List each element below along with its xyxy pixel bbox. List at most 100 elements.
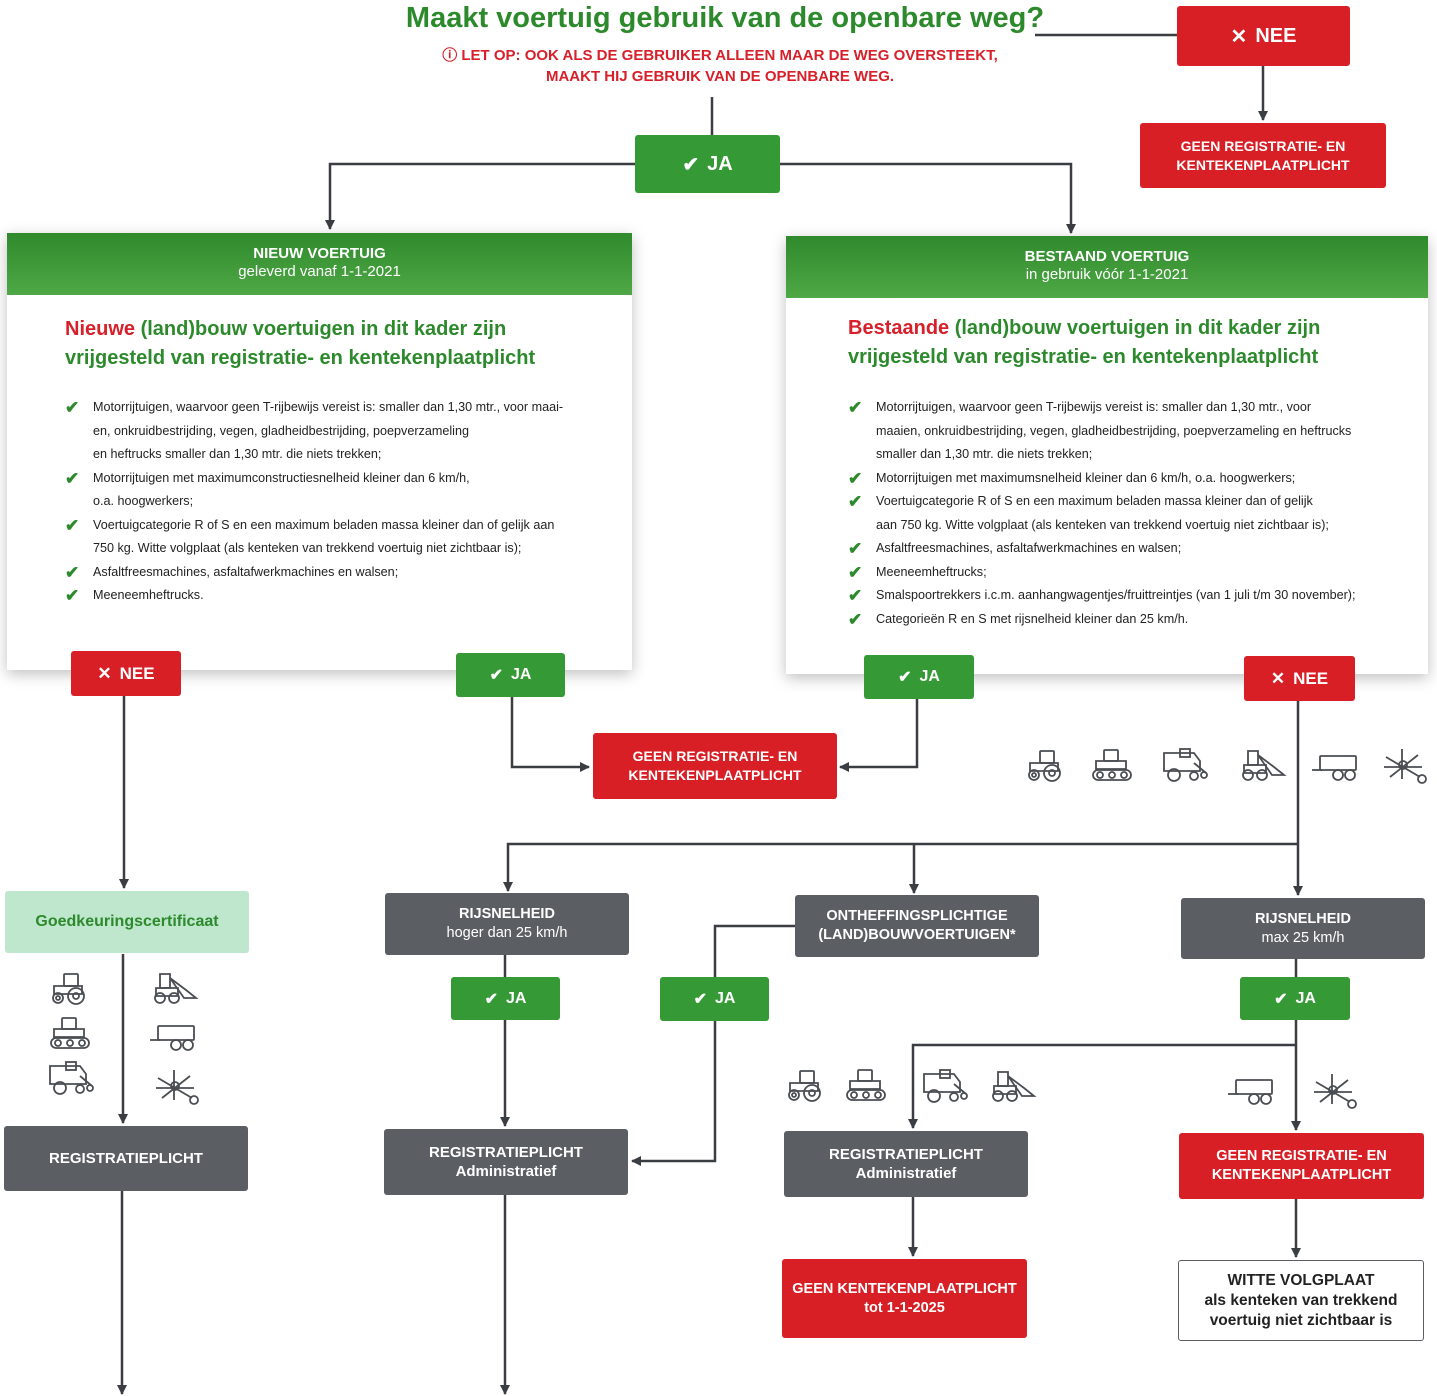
panel-new-title-line-2: vrijgesteld van registratie- en kenteken… (65, 347, 536, 369)
reg-admin-subtitle: Administratief (855, 1165, 957, 1182)
cross-icon: ✕ (1270, 668, 1286, 688)
bullet-line: en heftrucks smaller dan 1,30 mtr. die n… (93, 447, 382, 461)
hay-rake-icon (155, 1069, 199, 1105)
rijsnelheid-hoog-ja-button: ✔ JA (451, 977, 560, 1020)
existing-ja-button: ✔JA (864, 655, 974, 699)
geen-reg-line-2: KENTEKENPLAATPLICHT (1176, 156, 1350, 173)
geen-reg-line-1: GEEN REGISTRATIE- EN (632, 748, 798, 764)
panel-existing-header-title: BESTAAND VOERTUIG (1024, 248, 1190, 265)
bullet-line: Motorrijtuigen met maximumconstructiesne… (93, 470, 470, 485)
panel-existing-list: ✔Motorrijtuigen, waarvoor geen T-rijbewi… (848, 396, 1408, 631)
rijsnelheid-hoog-box: RIJSNELHEID hoger dan 25 km/h (385, 893, 629, 955)
ontheffing-line-1: ONTHEFFINGSPLICHTIGE (826, 908, 1008, 924)
list-item: ✔ Asfaltfreesmachines, asfaltafwerkmachin… (848, 537, 1408, 561)
check-icon: ✔ (65, 586, 80, 605)
bullet-line: o.a. hoogwerkers; (93, 494, 194, 508)
panel-new-title-line-1: (land)bouw voertuigen in dit kader zijn (135, 318, 507, 340)
reg-admin-title: REGISTRATIEPLICHT (829, 1146, 983, 1163)
reg-admin-title: REGISTRATIEPLICHT (429, 1144, 583, 1161)
panel-new-list: ✔ Motorrijtuigen, waarvoor geen T-rijbewi… (65, 396, 612, 608)
nee-label: NEE (1255, 24, 1297, 47)
check-icon: ✔ (848, 398, 863, 417)
wheel-loader-icon (1242, 750, 1285, 781)
geen-kentekenplaatplicht-box: GEEN KENTEKENPLAATPLICHT tot 1-1-2025 (782, 1259, 1027, 1338)
geen-reg-line-1: GEEN REGISTRATIE- EN (1216, 1148, 1387, 1164)
warning-text-2: MAAKT HIJ GEBRUIK VAN DE OPENBARE WEG. (545, 68, 895, 85)
panel-new-header-title: NIEUW VOERTUIG (253, 245, 386, 262)
panel-new-title-highlight: Nieuwe (65, 318, 136, 340)
rijsnelheid-max-subtitle: max 25 km/h (1261, 929, 1345, 946)
panel-new-header-subtitle: geleverd vanaf 1-1-2021 (238, 263, 401, 280)
list-item: ✔ Voertuigcategorie R of S en een maximum… (848, 490, 1408, 537)
new-ja-button: ✔JA (456, 653, 565, 697)
bullet-line: Motorrijtuigen met maximumsnelheid klein… (876, 470, 1296, 485)
witte-line-3: voertuig niet zichtbaar is (1209, 1311, 1393, 1329)
bullet-line: en, onkruidbestrijding, vegen, gladheidb… (93, 423, 469, 438)
reg-admin-subtitle: Administratief (455, 1163, 557, 1180)
warning-note: ⓘ LET OP: OOK ALS DE GEBRUIKER ALLEEN MA… (400, 45, 1040, 87)
hay-rake-icon (1313, 1073, 1357, 1109)
existing-nee-button: ✕ NEE (1244, 656, 1355, 701)
combine-harvester-icon (1163, 748, 1208, 782)
check-icon: ✔ (693, 991, 707, 1008)
ja-label: JA (505, 989, 527, 1007)
trailer-icon (1311, 755, 1357, 781)
check-icon: ✔ (65, 562, 80, 582)
warning-label: LET OP: (461, 47, 521, 64)
panel-existing-title-line-2: vrijgesteld van registratie- en kenteken… (848, 346, 1319, 368)
list-item: ✔Motorrijtuigen met maximumsnelheid klei… (848, 467, 1408, 491)
tracked-tractor-icon (1092, 749, 1132, 781)
check-icon: ✔ (489, 667, 503, 684)
registratieplicht-admin-box-left: REGISTRATIEPLICHT Administratief (384, 1129, 628, 1195)
bullet-line: Asfaltfreesmachines, asfaltafwerkmachine… (876, 541, 1182, 555)
witte-title: WITTE VOLGPLAAT (1227, 1271, 1375, 1289)
hay-rake-icon (1383, 748, 1427, 784)
ja-label: JA (707, 152, 733, 175)
bullet-line: Voertuigcategorie R of S en een maximum … (876, 494, 1313, 508)
check-icon: ✔ (848, 492, 863, 511)
bullet-line: Asfaltfreesmachines, asfaltafwerkmachine… (93, 564, 399, 579)
check-icon: ✔ (682, 153, 700, 176)
bullet-line: Categorieën R en S met rijsnelheid klein… (876, 611, 1189, 626)
main-question: Maakt voertuig gebruik van de openbare w… (405, 2, 1045, 34)
rijsnelheid-hoog-subtitle: hoger dan 25 km/h (446, 925, 568, 941)
check-icon: ✔ (484, 990, 498, 1008)
bullet-line: Motorrijtuigen, waarvoor geen T-rijbewij… (93, 400, 564, 414)
ontheffing-line-2: (LAND)BOUWVOERTUIGEN* (818, 927, 1016, 943)
bullet-line: Meeneemheftrucks; (876, 564, 987, 579)
geen-kenteken-subtitle: tot 1-1-2025 (864, 1299, 945, 1316)
witte-line-2: als kenteken van trekkend (1204, 1291, 1398, 1309)
list-item: ✔Smalspoortrekkers i.c.m. aanhangwagentj… (848, 584, 1408, 608)
warning-text-1: OOK ALS DE GEBRUIKER ALLEEN MAAR DE WEG … (524, 47, 998, 64)
cross-icon: ✕ (97, 663, 112, 683)
panel-existing-title: Bestaande (land)bouw voertuigen in dit k… (848, 314, 1320, 372)
list-item: ✔Categorieën R en S met rijsnelheid klei… (848, 608, 1408, 632)
geen-kenteken-title: GEEN KENTEKENPLAATPLICHT (792, 1280, 1017, 1297)
ja-label: JA (919, 668, 940, 685)
panel-existing-title-line-1: (land)bouw voertuigen in dit kader zijn (949, 317, 1321, 339)
registratieplicht-box: REGISTRATIEPLICHT (4, 1126, 248, 1191)
panel-new-vehicle: NIEUW VOERTUIG geleverd vanaf 1-1-2021 N… (7, 233, 632, 670)
top-nee-button: ✕ NEE (1177, 6, 1350, 66)
tractor-icon (1028, 750, 1061, 782)
bullet-line: smaller dan 1,30 mtr. die niets trekken; (876, 447, 1093, 461)
nee-label: NEE (1293, 668, 1329, 688)
check-icon: ✔ (848, 539, 863, 558)
rijsnelheid-max-ja-button: ✔JA (1240, 977, 1350, 1020)
panel-existing-vehicle: BESTAAND VOERTUIG in gebruik vóór 1-1-20… (786, 236, 1428, 674)
nee-label: NEE (119, 663, 155, 683)
panel-existing-header: BESTAAND VOERTUIG in gebruik vóór 1-1-20… (786, 236, 1428, 298)
panel-existing-header-subtitle: in gebruik vóór 1-1-2021 (1025, 266, 1189, 283)
bullet-line: 750 kg. Witte volgplaat (als kenteken va… (93, 541, 522, 555)
bullet-line: Smalspoortrekkers i.c.m. aanhangwagentje… (876, 588, 1356, 602)
bullet-line: maaien, onkruidbestrijding, vegen, gladh… (876, 423, 1352, 438)
list-item: ✔Meeneemheftrucks. (65, 584, 612, 608)
tracked-tractor-icon (846, 1069, 886, 1101)
rijsnelheid-hoog-title: RIJSNELHEID (459, 906, 555, 922)
cross-icon: ✕ (1230, 25, 1248, 48)
wheel-loader-icon (154, 973, 197, 1004)
trailer-icon (1227, 1079, 1273, 1105)
